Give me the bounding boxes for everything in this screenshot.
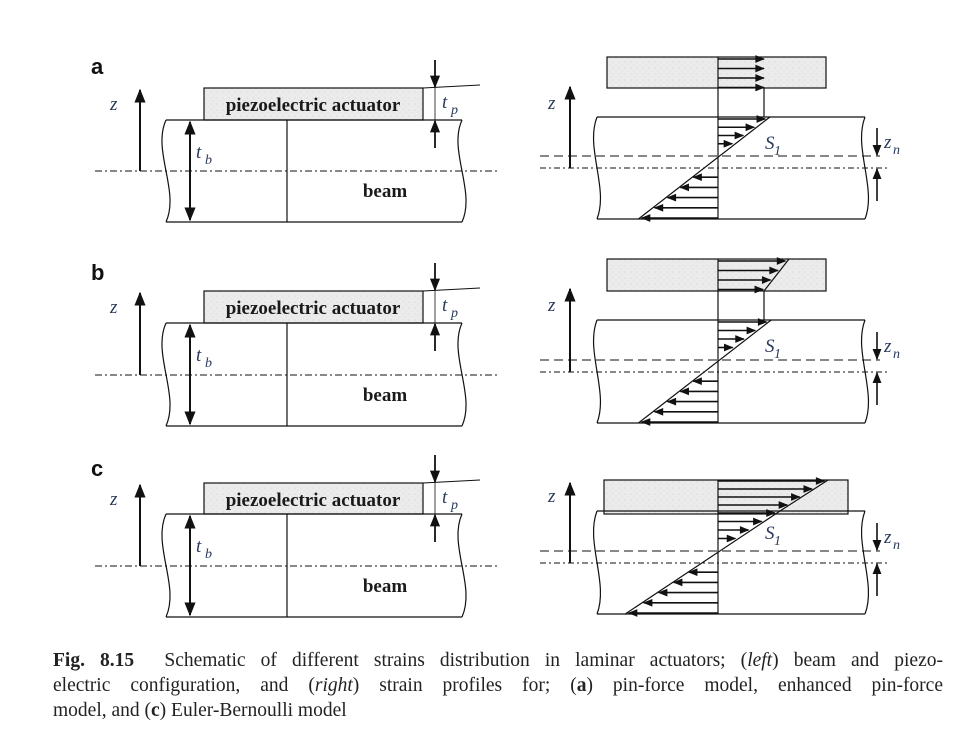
z-axis-label: z bbox=[109, 297, 118, 318]
tb-symbol-main: t bbox=[196, 536, 202, 557]
caption-line-1: Fig. 8.15 Schematic of different strains… bbox=[53, 648, 943, 673]
tb-symbol-main: t bbox=[196, 142, 202, 163]
z-axis-label: z bbox=[547, 295, 556, 316]
zn-symbol-sub: n bbox=[893, 143, 900, 158]
beam-label: beam bbox=[363, 576, 408, 597]
tp-symbol-main: t bbox=[442, 295, 448, 316]
tp-symbol-main: t bbox=[442, 487, 448, 508]
caption-text: model, and ( bbox=[53, 700, 152, 721]
caption-bold-c: c bbox=[151, 700, 160, 721]
panel-label-b: b bbox=[91, 260, 104, 285]
z-axis-label: z bbox=[547, 486, 556, 507]
tb-symbol-sub: b bbox=[205, 547, 212, 562]
caption-text: ) Euler-Bernoulli model bbox=[159, 700, 347, 721]
caption-text: ) strain profiles for; ( bbox=[352, 675, 577, 696]
panel-label-c: c bbox=[91, 456, 103, 481]
piezoelectric-actuator bbox=[203, 482, 424, 515]
tb-symbol-sub: b bbox=[205, 153, 212, 168]
z-axis-label: z bbox=[109, 94, 118, 115]
tp-symbol-sub: p bbox=[450, 498, 458, 513]
z-axis-label: z bbox=[109, 489, 118, 510]
s1-symbol-sub: 1 bbox=[774, 534, 781, 549]
zn-symbol-main: z bbox=[883, 527, 892, 548]
s1-symbol-main: S bbox=[765, 133, 775, 154]
actuator-label: piezoelectric actuator bbox=[226, 298, 401, 319]
tp-symbol-sub: p bbox=[450, 103, 458, 118]
caption-italic-left: left bbox=[747, 650, 773, 671]
tb-symbol-main: t bbox=[196, 345, 202, 366]
tp-symbol-main: t bbox=[442, 92, 448, 113]
caption-line-3: model, and (c) Euler-Bernoulli model bbox=[53, 698, 943, 723]
strain-profile-line bbox=[638, 116, 771, 220]
tp-extension-line bbox=[422, 479, 481, 484]
s1-symbol-main: S bbox=[765, 523, 775, 544]
actuator-label: piezoelectric actuator bbox=[226, 95, 401, 116]
caption-text: ) pin-force model, enhanced pin-force bbox=[586, 675, 943, 696]
tb-symbol-sub: b bbox=[205, 356, 212, 371]
caption-text: ) beam and piezo- bbox=[772, 650, 943, 671]
beam-label: beam bbox=[363, 181, 408, 202]
tp-symbol-sub: p bbox=[450, 306, 458, 321]
piezoelectric-actuator-layer bbox=[606, 56, 827, 89]
strain-profile-line bbox=[624, 510, 781, 615]
panel-label-a: a bbox=[91, 54, 104, 79]
caption-italic-right: right bbox=[314, 675, 353, 696]
tp-extension-line bbox=[422, 287, 481, 292]
s1-symbol-main: S bbox=[765, 336, 775, 357]
zn-symbol-sub: n bbox=[893, 347, 900, 362]
s1-symbol-sub: 1 bbox=[774, 144, 781, 159]
caption-bold-a: a bbox=[576, 675, 587, 696]
caption-line-2: electric configuration, and (right) stra… bbox=[53, 673, 943, 698]
zn-symbol-sub: n bbox=[893, 538, 900, 553]
figure-caption: Fig. 8.15 Schematic of different strains… bbox=[53, 648, 943, 723]
z-axis-label: z bbox=[547, 93, 556, 114]
piezoelectric-actuator-layer bbox=[606, 258, 827, 292]
tp-extension-line bbox=[422, 84, 481, 89]
figure-number: Fig. 8.15 bbox=[53, 650, 135, 671]
strain-profile-line bbox=[638, 319, 772, 424]
beam-label: beam bbox=[363, 385, 408, 406]
actuator-label: piezoelectric actuator bbox=[226, 490, 401, 511]
caption-text: Schematic of different strains distribut… bbox=[164, 650, 748, 671]
caption-text: electric configuration, and ( bbox=[53, 675, 315, 696]
zn-symbol-main: z bbox=[883, 132, 892, 153]
s1-symbol-sub: 1 bbox=[774, 347, 781, 362]
zn-symbol-main: z bbox=[883, 336, 892, 357]
